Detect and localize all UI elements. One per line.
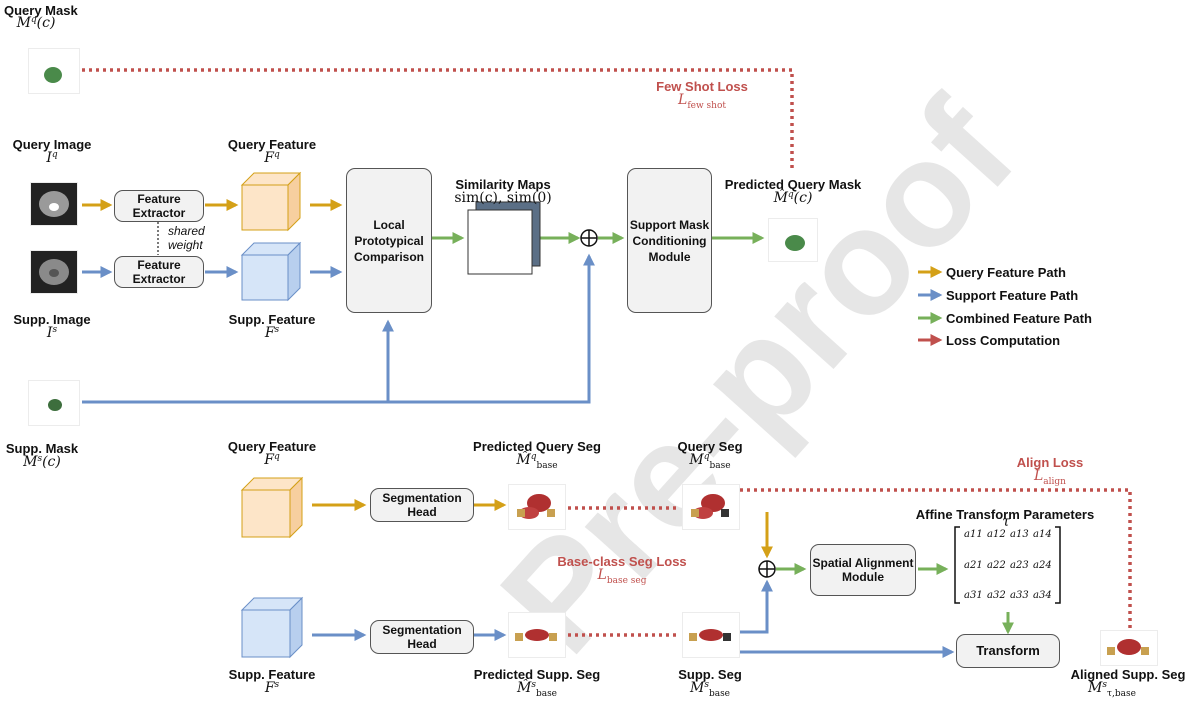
supp-feature-label-top: Supp. Feature [228,312,316,327]
affine-transform-title: Affine Transform Parameters [915,507,1095,522]
spatial-alignment-module: Spatial Alignment Module [810,544,916,596]
matrix-cell: a21 [964,560,983,571]
query-image-label: Query Image [12,137,92,152]
supp-image-thumb [30,250,78,294]
tau-symbol: τ [1002,514,1010,530]
similarity-maps-symbol: sim(c), sim(0) [454,190,552,206]
matrix-cell: a24 [1033,560,1052,571]
predicted-query-seg-label: Predicted Query Seg [473,439,601,454]
legend-item-loss: Loss Computation [946,333,1061,348]
query-feature-label-bottom: Query Feature [227,439,317,454]
query-seg-symbol: Mqbase [689,452,731,471]
aligned-supp-seg-thumb [1100,630,1158,666]
query-seg-label: Query Seg [677,439,743,454]
supp-feature-cube-top [240,241,302,302]
query-mask-symbol: Mq(c) [16,15,56,31]
supp-feature-label-bottom: Supp. Feature [228,667,316,682]
supp-feature-cube-bottom [240,596,304,659]
few-shot-loss-symbol: Lfew shot [678,92,726,111]
query-feature-symbol-top: Fq [264,150,280,166]
shared-weight-note: shared weight [168,224,205,252]
transform-box: Transform [956,634,1060,668]
query-seg-thumb [682,484,740,530]
query-feature-label-top: Query Feature [227,137,317,152]
predicted-query-seg-thumb [508,484,566,530]
supp-mask-label: Supp. Mask [5,441,79,456]
supp-seg-thumb [682,612,740,658]
matrix-cell: a13 [1010,529,1029,540]
few-shot-loss-line [82,68,794,170]
support-mask-conditioning-module: Support Mask Conditioning Module [627,168,712,313]
query-mask-thumb [28,48,80,94]
matrix-cell: a22 [987,560,1006,571]
predicted-supp-seg-label: Predicted Supp. Seg [473,667,601,682]
base-seg-loss-symbol: Lbase seg [597,567,647,586]
query-image-thumb [30,182,78,226]
matrix-cell: a11 [964,529,983,540]
supp-seg-label: Supp. Seg [678,667,742,682]
supp-mask-symbol: Ms(c) [23,454,61,470]
predicted-query-mask-symbol: M̂q(c) [773,190,813,206]
predicted-query-mask-thumb [768,218,818,262]
query-image-symbol: Iq [46,150,58,166]
local-prototypical-comparison: Local Prototypical Comparison [346,168,432,313]
matrix-cell: a14 [1033,529,1052,540]
legend-item-query: Query Feature Path [946,265,1066,280]
query-feature-cube-top [240,171,302,232]
feature-extractor-query: Feature Extractor [114,190,204,222]
matrix-cell: a23 [1010,560,1029,571]
aligned-supp-seg-label: Aligned Supp. Seg [1070,667,1186,682]
matrix-cell: a32 [987,590,1006,601]
supp-mask-thumb [28,380,80,426]
feature-extractor-supp: Feature Extractor [114,256,204,288]
legend-item-support: Support Feature Path [946,288,1079,303]
supp-seg-symbol: Msbase [689,680,731,699]
supp-feature-symbol-top: Fs [264,325,280,341]
segmentation-head-query: Segmentation Head [370,488,474,522]
matrix-cell: a34 [1033,590,1052,601]
query-feature-symbol-bottom: Fq [264,452,280,468]
query-mask-label: Query Mask [4,3,78,18]
supp-image-symbol: Is [46,325,58,341]
segmentation-head-supp: Segmentation Head [370,620,474,654]
base-seg-loss-label: Base-class Seg Loss [557,554,687,569]
predicted-supp-seg-symbol: M̂sbase [516,680,558,699]
few-shot-loss-label: Few Shot Loss [656,79,748,94]
aligned-supp-seg-symbol: Msτ,base [1088,680,1136,699]
matrix-cell: a12 [987,529,1006,540]
matrix-cell: a31 [964,590,983,601]
align-loss-symbol: Lalign [1034,468,1066,487]
matrix-cell: a33 [1010,590,1029,601]
predicted-query-seg-symbol: M̂qbase [516,452,558,471]
supp-image-label: Supp. Image [13,312,91,327]
query-feature-cube-bottom [240,476,304,539]
supp-feature-symbol-bottom: Fs [264,680,280,696]
predicted-supp-seg-thumb [508,612,566,658]
legend-item-combined: Combined Feature Path [946,311,1092,326]
align-loss-label: Align Loss [1016,455,1084,470]
similarity-maps-label: Similarity Maps [455,177,551,192]
predicted-query-mask-label: Predicted Query Mask [724,177,862,192]
